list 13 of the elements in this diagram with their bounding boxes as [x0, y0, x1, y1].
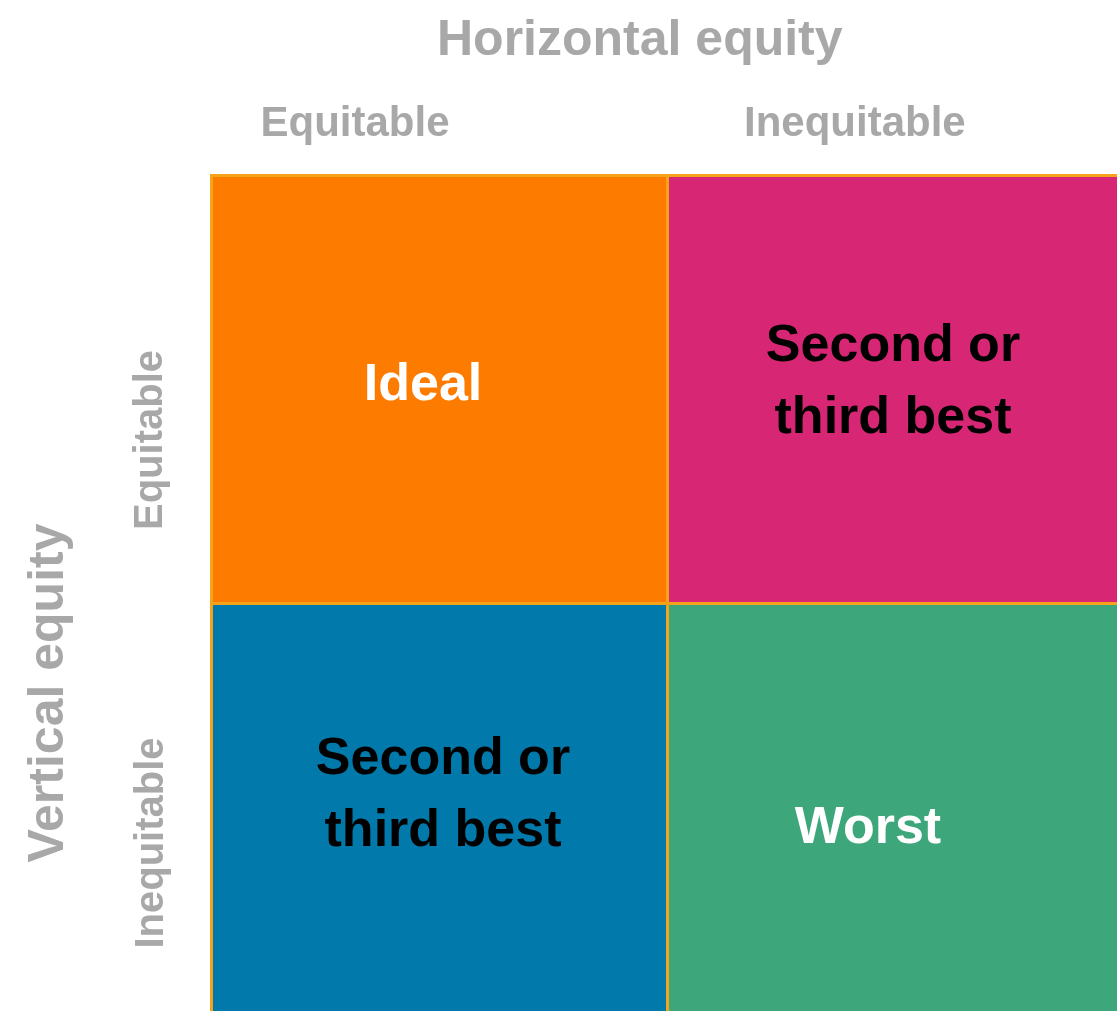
column-heading: Inequitable [744, 101, 966, 143]
quadrant-cell [666, 602, 1117, 1011]
axis-title: Horizontal equity [437, 13, 843, 63]
column-heading: Equitable [260, 101, 450, 143]
row-heading: Inequitable [128, 737, 169, 949]
quadrant-cell [666, 174, 1117, 605]
quadrant-cell [210, 602, 669, 1011]
quadrant-label: Second or third best [314, 726, 572, 859]
quadrant-label: Ideal [363, 352, 483, 414]
quadrant-cell [210, 174, 669, 605]
row-heading: Equitable [128, 350, 168, 530]
quadrant-label: Worst [794, 795, 942, 857]
quadrant-label: Second or third best [764, 313, 1022, 446]
